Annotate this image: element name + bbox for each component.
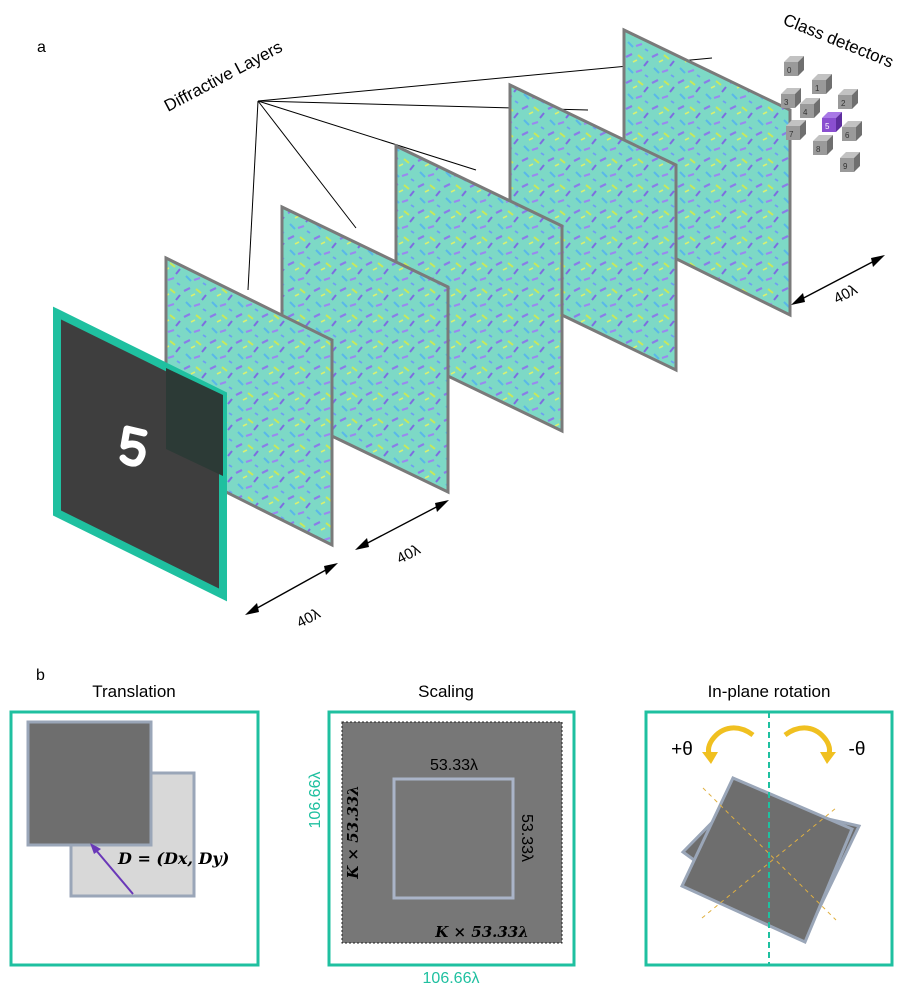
plus-theta-label: +θ xyxy=(671,739,693,760)
spacing-arrow-1 xyxy=(245,563,338,615)
rotate-ccw-arrow xyxy=(702,725,755,764)
detector-digit-7: 7 xyxy=(789,130,794,139)
class-detector-1: 1 xyxy=(812,74,832,94)
class-detector-5: 5 xyxy=(822,112,842,132)
panel-a-label: a xyxy=(37,39,46,56)
translation-formula: D = (Dx, Dy) xyxy=(117,849,229,868)
detector-digit-5: 5 xyxy=(825,122,830,131)
detector-digit-1: 1 xyxy=(815,84,820,93)
detector-digit-6: 6 xyxy=(845,131,850,140)
rotate-cw-arrow xyxy=(783,725,836,764)
class-detector-0: 0 xyxy=(784,56,804,76)
rotation-diagonal-guides xyxy=(701,787,837,921)
scaling-frame xyxy=(327,710,576,967)
scaling-frame-left-label: 106.66λ xyxy=(307,772,324,829)
input-plane-overlap xyxy=(166,368,223,476)
translation-frame xyxy=(9,710,260,967)
class-detector-6: 6 xyxy=(842,121,862,141)
class-detector-8: 8 xyxy=(813,135,833,155)
detector-digit-2: 2 xyxy=(841,99,846,108)
scaled-inner-square xyxy=(392,777,515,900)
detector-digit-8: 8 xyxy=(816,145,821,154)
minus-theta-label: -θ xyxy=(849,739,866,760)
detector-digit-0: 0 xyxy=(787,66,792,75)
rotated-square-ccw xyxy=(679,776,854,945)
scaled-outer-square xyxy=(341,721,563,944)
rotation-title: In-plane rotation xyxy=(708,682,831,701)
scaling-outer-bottom-label: K × 53.33λ xyxy=(434,923,529,941)
panel-b-label: b xyxy=(36,667,45,684)
detector-digit-4: 4 xyxy=(803,108,808,117)
scaling-title: Scaling xyxy=(418,682,474,701)
original-square xyxy=(26,720,153,847)
scaling-frame-bottom-label: 106.66λ xyxy=(423,970,480,987)
translation-vector-arrow xyxy=(90,843,134,895)
spacing-arrow-2 xyxy=(355,500,449,550)
input-digit-glyph xyxy=(119,425,148,467)
translation-title: Translation xyxy=(92,682,175,701)
spacing-arrow-3 xyxy=(791,255,885,305)
class-detector-3: 3 xyxy=(781,88,801,108)
spacing-label-1: 40λ xyxy=(294,605,324,632)
spacing-label-3: 40λ xyxy=(831,281,861,308)
scaling-inner-top-label: 53.33λ xyxy=(430,757,478,774)
class-detector-7: 7 xyxy=(786,120,806,140)
class-detector-4: 4 xyxy=(800,98,820,118)
scaling-inner-right-label: 53.33λ xyxy=(518,814,535,862)
class-detector-2: 2 xyxy=(838,89,858,109)
detector-digit-3: 3 xyxy=(784,98,789,107)
detector-digit-9: 9 xyxy=(843,162,848,171)
class-detector-9: 9 xyxy=(840,152,860,172)
spacing-label-2: 40λ xyxy=(394,541,424,568)
scaling-outer-left-label: K × 53.33λ xyxy=(344,785,362,880)
